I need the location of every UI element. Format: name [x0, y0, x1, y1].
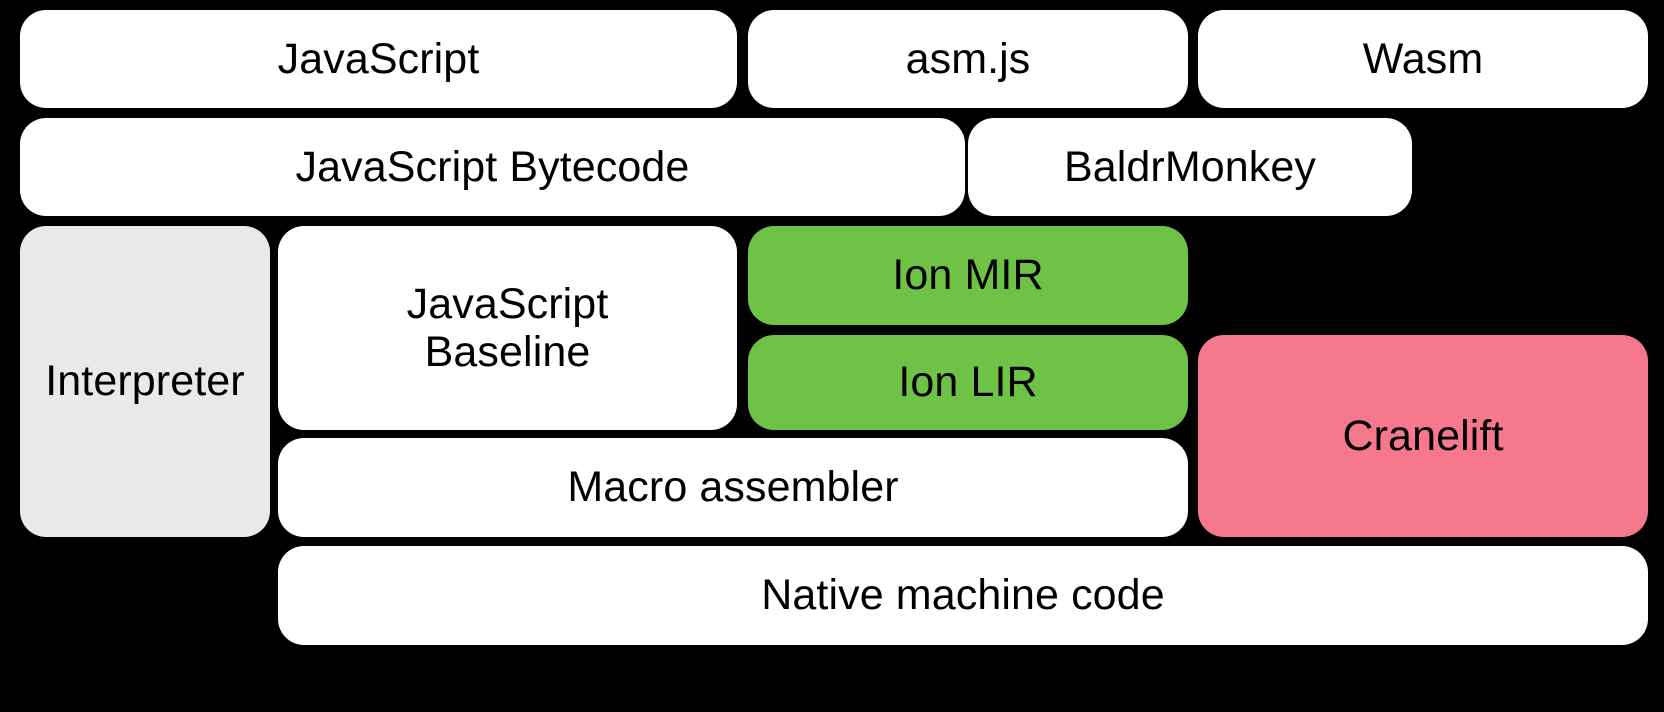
node-macro-assembler[interactable]: Macro assembler [278, 438, 1188, 537]
node-ion-lir[interactable]: Ion LIR [748, 335, 1188, 430]
node-javascript-bytecode[interactable]: JavaScript Bytecode [20, 118, 965, 216]
node-baldrmonkey[interactable]: BaldrMonkey [968, 118, 1412, 216]
node-javascript[interactable]: JavaScript [20, 10, 737, 108]
node-asmjs[interactable]: asm.js [748, 10, 1188, 108]
node-interpreter[interactable]: Interpreter [20, 226, 270, 537]
node-javascript-baseline[interactable]: JavaScript Baseline [278, 226, 737, 430]
node-wasm[interactable]: Wasm [1198, 10, 1648, 108]
node-native-machine-code[interactable]: Native machine code [278, 546, 1648, 645]
node-cranelift[interactable]: Cranelift [1198, 335, 1648, 537]
node-ion-mir[interactable]: Ion MIR [748, 226, 1188, 325]
